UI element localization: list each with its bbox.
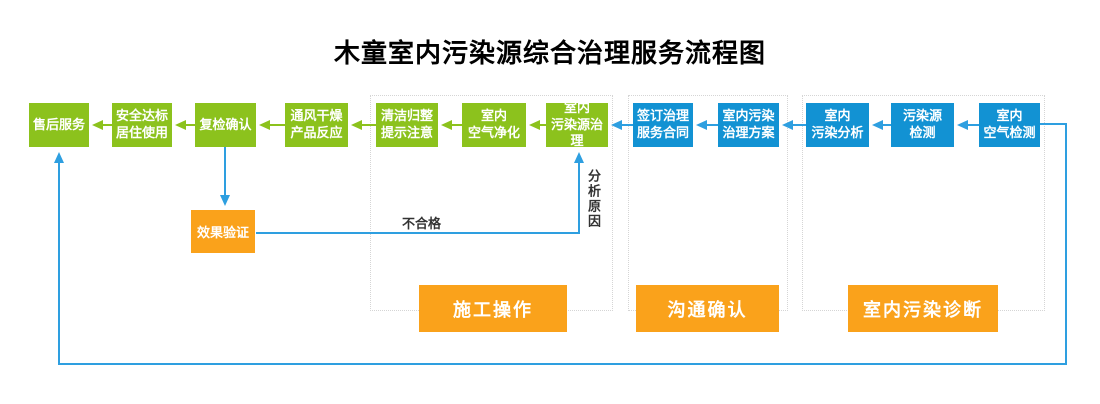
flow-box-ventilation-drying: 通风干燥 产品反应 xyxy=(285,103,348,147)
flow-box-indoor-air-purification: 室内 空气净化 xyxy=(462,103,526,147)
flow-box-cleanup-reminder: 清洁归整 提示注意 xyxy=(376,103,438,147)
edge-label-fail: 不合格 xyxy=(402,216,442,231)
edge-label-analyze-reason: 分析原因 xyxy=(586,169,601,229)
group-label-communication-confirmation: 沟通确认 xyxy=(636,285,779,332)
flow-box-recheck-confirmation: 复检确认 xyxy=(195,103,256,147)
flow-box-indoor-pollution-analysis: 室内 污染分析 xyxy=(806,103,869,147)
group-label-indoor-pollution-diagnosis: 室内污染诊断 xyxy=(848,285,998,332)
flow-box-safe-occupancy: 安全达标 居住使用 xyxy=(112,103,172,147)
flow-box-pollution-source-treatment: 室内 污染源治理 xyxy=(546,100,608,148)
flow-box-sign-service-contract: 签订治理 服务合同 xyxy=(633,103,693,147)
effect-verification-box: 效果验证 xyxy=(191,210,255,253)
page-title: 木童室内污染源综合治理服务流程图 xyxy=(333,38,766,68)
group-label-construction-operation: 施工操作 xyxy=(419,285,567,332)
flow-box-indoor-air-detection: 室内 空气检测 xyxy=(979,103,1040,147)
flow-box-pollution-source-detection: 污染源 检测 xyxy=(891,103,954,147)
flow-box-after-sales-service: 售后服务 xyxy=(29,103,89,147)
flow-box-treatment-plan: 室内污染 治理方案 xyxy=(718,103,779,147)
